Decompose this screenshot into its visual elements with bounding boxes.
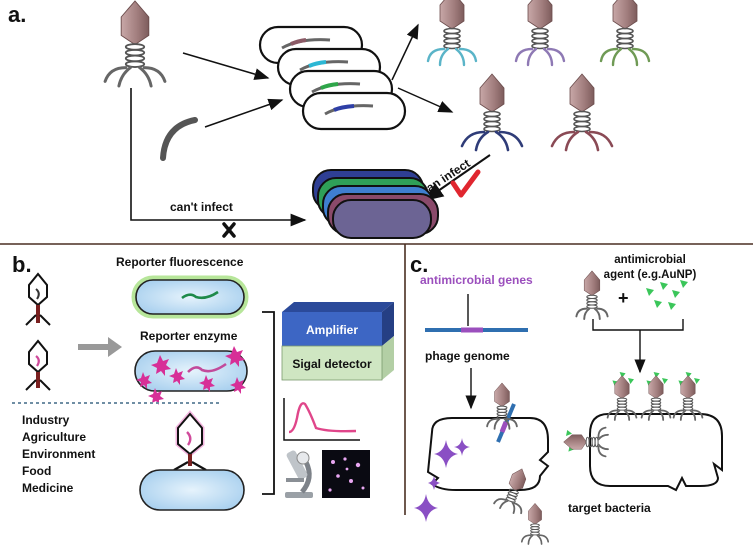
application-item: Industry (22, 413, 70, 427)
progeny-phage-green (599, 0, 651, 67)
bracket (262, 311, 275, 495)
small-phage-bottom (520, 502, 550, 545)
arrow-phage-to-bacteria (182, 52, 270, 80)
reporter-phage-2 (25, 339, 51, 391)
antimicrobial-agent-label-2: agent (e.g.AuNP) (604, 269, 697, 281)
reporter-fluorescence-label: Reporter fluorescence (116, 255, 244, 269)
arrow-to-progeny-top (391, 23, 419, 81)
amplifier-label: Amplifier (306, 323, 358, 337)
reporter-phage-1 (25, 272, 51, 326)
source-phage (103, 0, 167, 88)
arrow-gene-to-bacteria (204, 98, 284, 128)
panel-label-b: b. (12, 252, 32, 277)
application-item: Medicine (22, 481, 74, 495)
signal-plot-icon (283, 398, 360, 441)
signal-detector-box (281, 345, 383, 381)
signal-detector-label: Sigal detector (292, 357, 372, 371)
progeny-phage-purple (514, 0, 566, 67)
small-phage-right (493, 465, 530, 515)
panel-label-c: c. (410, 252, 428, 277)
arrow-can-infect (423, 154, 491, 202)
application-item: Food (22, 464, 51, 478)
phage-genome-label: phage genome (425, 349, 510, 363)
progeny-phage-cyan (426, 0, 478, 67)
arrow-to-progeny-bottom (397, 87, 454, 113)
enzyme-stars (136, 346, 246, 405)
panel-label-a: a. (8, 2, 26, 27)
fluorescence-spots (328, 457, 365, 492)
enzyme-gene (187, 362, 227, 373)
cant-infect-label: can't infect (170, 200, 233, 214)
progeny-phage-maroon (550, 73, 614, 152)
microscope-icon (285, 450, 313, 498)
reporter-enzyme-label: Reporter enzyme (140, 329, 238, 343)
small-phage-top (486, 382, 518, 430)
gene-fragment (160, 117, 198, 161)
check-mark-icon (450, 169, 481, 198)
target-bacteria-cell (589, 413, 723, 492)
antimicrobial-agent-label-1: antimicrobial (614, 254, 686, 266)
merge-connector (592, 319, 684, 331)
phage-with-agent (575, 270, 609, 320)
amplifier-box (282, 312, 382, 346)
gray-arrow (78, 337, 122, 357)
applications-list: Industry Agriculture Environment Food Me… (22, 413, 95, 495)
engineered-bacteria-stack (258, 25, 407, 131)
luminescent-phage (173, 410, 207, 471)
application-item: Agriculture (22, 430, 86, 444)
detector-device: Amplifier Sigal detector (281, 302, 394, 381)
fluorescent-gene (181, 290, 219, 300)
arrow-cant-infect (130, 88, 307, 227)
sparkles (414, 438, 470, 522)
plus-sign: + (618, 288, 629, 308)
target-bacteria-label: target bacteria (568, 501, 651, 515)
progeny-phage-blue (460, 73, 524, 152)
x-mark-icon (222, 222, 236, 238)
fluorescent-cell (135, 279, 245, 315)
host-bacteria-stack (312, 169, 439, 239)
antimicrobial-genes-label: antimicrobial genes (420, 273, 533, 287)
application-item: Environment (22, 447, 95, 461)
agent-particles (646, 280, 688, 310)
target-cell-b (139, 469, 245, 511)
